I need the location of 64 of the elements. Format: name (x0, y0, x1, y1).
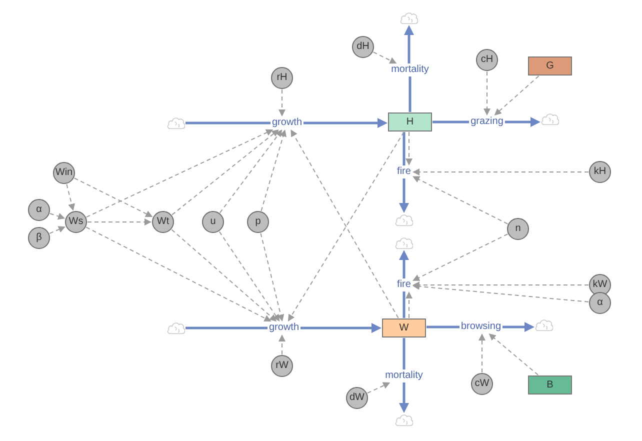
flow-line (408, 76, 412, 112)
flow-line (432, 120, 470, 124)
flow-arrow (504, 117, 540, 127)
dashed-arrow (86, 226, 272, 322)
flow-label: fire (396, 279, 412, 291)
flow-label: mortality (390, 64, 430, 76)
flow-arrow (399, 250, 409, 278)
dashed-arrow (366, 382, 390, 394)
dashed-arrow (406, 292, 412, 318)
cloud-icon (400, 12, 418, 24)
flow-line (402, 132, 406, 166)
dashed-arrow (412, 282, 589, 302)
dashed-arrow (278, 334, 286, 355)
cloud-icon (395, 214, 413, 226)
flow-line (402, 292, 406, 318)
flow-arrow (304, 118, 388, 128)
flow-label: mortality (384, 370, 424, 382)
cloud-icon (167, 116, 185, 130)
dashed-arrow (412, 176, 508, 224)
cloud-icon (167, 322, 185, 334)
flow-label: growth (271, 117, 303, 129)
flow-line (186, 122, 270, 124)
flow-label: browsing (460, 321, 502, 333)
stock-box: W (382, 318, 426, 338)
dashed-arrow (260, 130, 286, 212)
dashed-arrow (86, 129, 274, 218)
dashed-arrow (49, 212, 66, 220)
flow-label: fire (396, 166, 412, 178)
dashed-arrow (478, 334, 486, 373)
dashed-arrow (74, 178, 153, 217)
flow-arrow (399, 382, 409, 413)
dashed-arrow (412, 168, 589, 176)
dashed-arrow (412, 282, 589, 288)
dashed-arrow (372, 52, 397, 64)
flow-arrow (399, 178, 409, 213)
dashed-arrow (171, 229, 277, 322)
flow-arrow (300, 323, 382, 333)
stock-box: H (388, 112, 432, 132)
dashed-arrow (260, 232, 284, 322)
dashed-arrow (488, 334, 539, 376)
dashed-arrow (66, 184, 75, 211)
cloud-icon (541, 112, 559, 126)
dashed-arrow (87, 218, 152, 226)
flow-line (186, 326, 268, 330)
cloud-icon (535, 318, 553, 332)
dashed-arrow (406, 132, 412, 166)
flow-label: growth (268, 322, 300, 334)
dashed-arrow (278, 89, 286, 116)
dashed-arrow (494, 76, 540, 116)
flow-line (402, 338, 406, 370)
cloud-icon (395, 414, 413, 426)
flow-label: grazing (470, 116, 504, 128)
stock-box: G (528, 56, 572, 76)
flow-line (426, 326, 460, 328)
dashed-arrow (218, 231, 280, 322)
flow-arrow (502, 322, 534, 332)
dashed-arrow (219, 129, 282, 214)
dashed-arrow (484, 71, 490, 116)
dashed-arrow (49, 226, 66, 234)
cloud-icon (395, 236, 413, 250)
flow-arrow (404, 25, 414, 64)
dashed-arrow (412, 234, 508, 281)
dashed-arrow (172, 129, 279, 216)
stock-box: B (528, 376, 572, 394)
